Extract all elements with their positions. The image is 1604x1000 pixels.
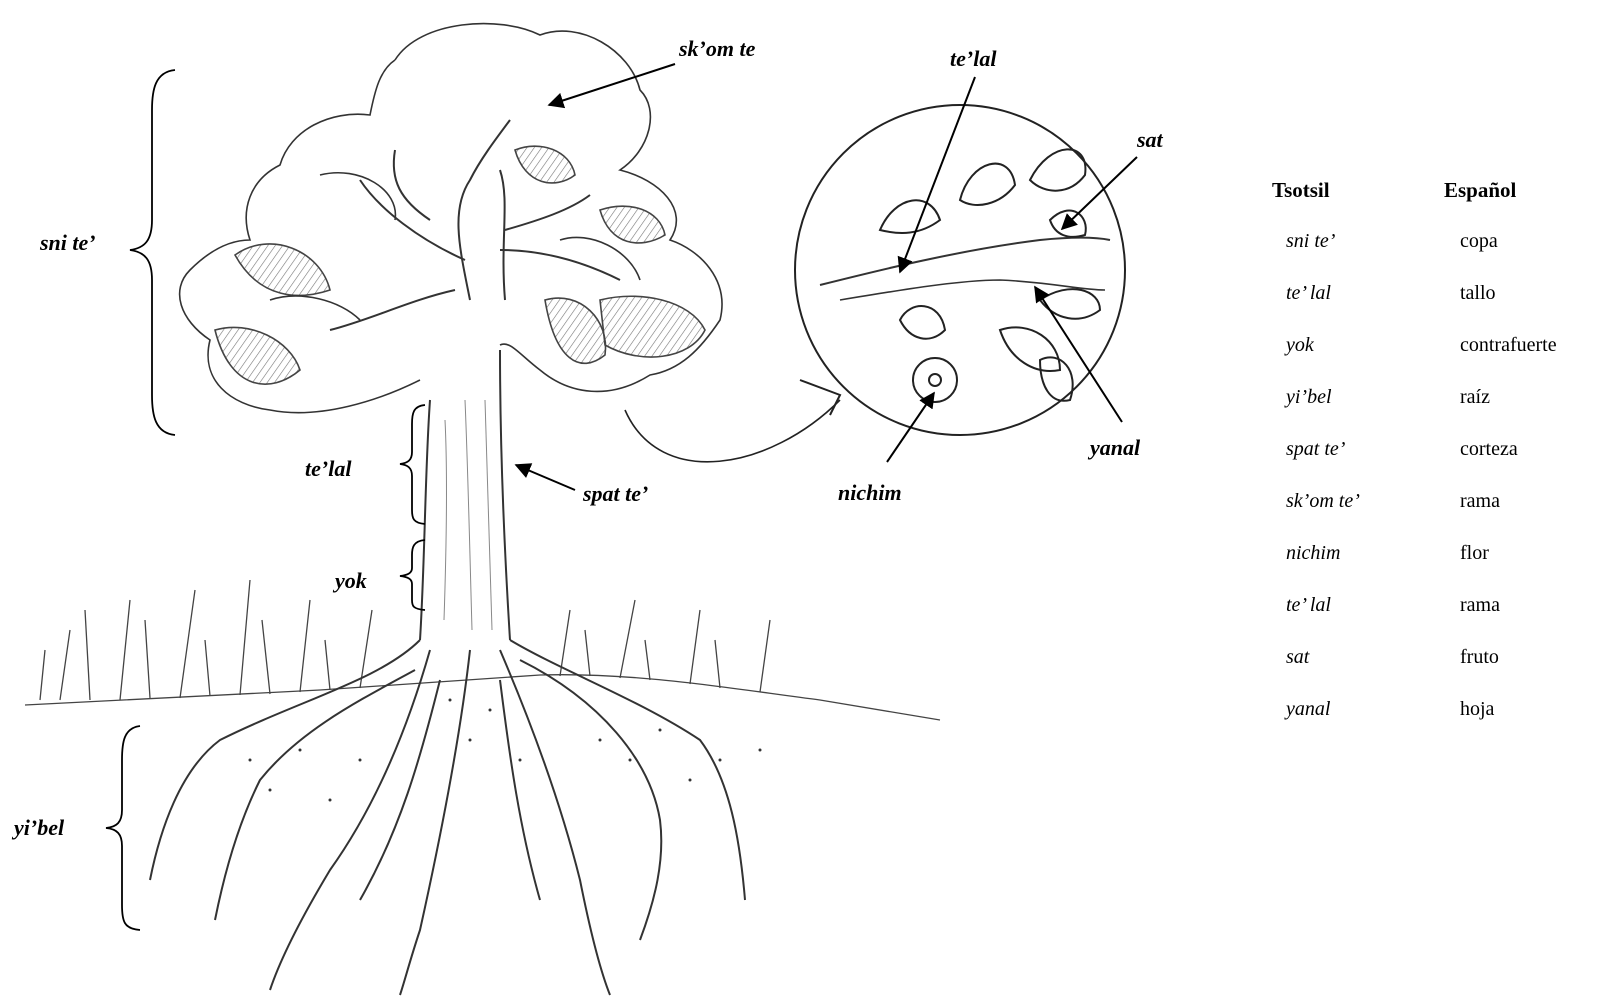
roots xyxy=(150,640,745,995)
legend-header-espanol: Español xyxy=(1444,178,1516,203)
legend-row: yok contrafuerte xyxy=(1272,334,1604,364)
legend-spanish-term: rama xyxy=(1460,490,1500,513)
legend-row: nichim flor xyxy=(1272,542,1604,572)
legend-spanish-term: corteza xyxy=(1460,438,1518,461)
legend-tsotsil-term: te’ lal xyxy=(1286,594,1331,617)
ground xyxy=(25,580,940,720)
legend-row: spat te’ corteza xyxy=(1272,438,1604,468)
legend-tsotsil-term: nichim xyxy=(1286,542,1340,565)
legend-row: yanal hoja xyxy=(1272,698,1604,728)
label-leaf: yanal xyxy=(1090,435,1140,461)
legend-header-tsotsil: Tsotsil xyxy=(1272,178,1330,203)
braces xyxy=(106,70,425,930)
legend-tsotsil-term: yok xyxy=(1286,334,1314,357)
legend-tsotsil-term: spat te’ xyxy=(1286,438,1345,461)
label-trunk: te’lal xyxy=(305,456,351,482)
legend-row: yi’bel raíz xyxy=(1272,386,1604,416)
legend-spanish-term: flor xyxy=(1460,542,1489,565)
label-roots: yi’bel xyxy=(14,815,64,841)
canopy xyxy=(180,24,722,413)
legend-tsotsil-term: te’ lal xyxy=(1286,282,1331,305)
legend-tsotsil-term: yanal xyxy=(1286,698,1330,721)
label-branch-top: sk’om te xyxy=(679,36,755,62)
inset-circle xyxy=(625,105,1125,462)
branches xyxy=(330,120,620,330)
legend-row: sat fruto xyxy=(1272,646,1604,676)
label-inset-stem: te’lal xyxy=(950,46,996,72)
legend-spanish-term: raíz xyxy=(1460,386,1490,409)
trunk xyxy=(420,350,510,640)
legend-spanish-term: fruto xyxy=(1460,646,1499,669)
legend-tsotsil-term: sk’om te’ xyxy=(1286,490,1360,513)
legend-row: sk’om te’ rama xyxy=(1272,490,1604,520)
legend-tsotsil-term: sat xyxy=(1286,646,1309,669)
legend-row: te’ lal rama xyxy=(1272,594,1604,624)
legend-spanish-term: hoja xyxy=(1460,698,1494,721)
legend-row: sni te’ copa xyxy=(1272,230,1604,260)
label-fruit: sat xyxy=(1137,127,1163,153)
label-flower: nichim xyxy=(838,480,902,506)
legend-spanish-term: tallo xyxy=(1460,282,1496,305)
legend-spanish-term: rama xyxy=(1460,594,1500,617)
label-crown: sni te’ xyxy=(40,230,96,256)
legend-spanish-term: copa xyxy=(1460,230,1498,253)
legend-tsotsil-term: yi’bel xyxy=(1286,386,1332,409)
legend-tsotsil-term: sni te’ xyxy=(1286,230,1335,253)
legend-spanish-term: contrafuerte xyxy=(1460,334,1557,357)
label-bark: spat te’ xyxy=(583,481,648,507)
legend-row: te’ lal tallo xyxy=(1272,282,1604,312)
label-buttress: yok xyxy=(335,568,367,594)
